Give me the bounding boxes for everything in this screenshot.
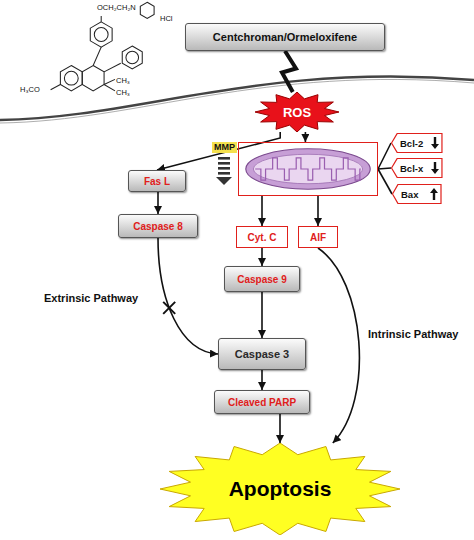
cristae	[255, 158, 361, 180]
bond	[104, 79, 115, 84]
burst-outline	[160, 443, 400, 535]
node-text: Centchroman/Ormeloxifene	[213, 31, 357, 43]
bond	[101, 16, 102, 22]
chemical-group-label: OCH₂CH₂N	[97, 3, 136, 12]
outer-membrane	[246, 149, 370, 189]
process-box: Fas L	[128, 170, 186, 192]
node-text: Caspase 8	[133, 221, 182, 232]
arrow-connector	[261, 292, 263, 338]
node-text: ROS	[283, 105, 311, 120]
pathway-label: Extrinsic Pathway	[44, 292, 138, 304]
lightning-connector	[282, 51, 296, 92]
tag-outline	[392, 158, 442, 177]
arrow-connector	[317, 196, 319, 226]
inner-space	[253, 154, 362, 183]
tag-outline	[393, 184, 442, 203]
ros-burst: ROS	[255, 92, 339, 132]
chemical-group-label: H₃CO	[20, 85, 40, 94]
arrow-connector	[279, 414, 281, 443]
node-text: Bcl-2	[400, 138, 423, 149]
chemical-group-label: CH₃	[116, 76, 130, 85]
arrow-head	[216, 177, 232, 185]
block-cross	[163, 302, 175, 314]
mitochondrion-picture	[242, 146, 374, 192]
arrow-connector	[157, 192, 159, 214]
arrow-connector	[261, 196, 263, 226]
node-text: Bax	[401, 189, 418, 200]
node-text: Apoptosis	[229, 477, 332, 501]
up-arrow-icon	[430, 188, 438, 200]
arrow-connector	[318, 248, 359, 443]
mitochondrion-outline	[238, 142, 378, 196]
cell-membrane	[0, 76, 474, 120]
arrow-connector	[305, 132, 307, 142]
process-box: Caspase 8	[118, 214, 198, 238]
node-text: Cyt. C	[248, 232, 277, 243]
mitochondrion-box: MMP	[212, 142, 378, 196]
arrow-connector	[378, 168, 391, 169]
mmp-down-arrow	[216, 157, 232, 185]
arrow-stripe	[218, 162, 230, 165]
arrow-icon-shape	[430, 188, 438, 200]
node-text: MMP	[212, 142, 237, 153]
arrow-connector	[378, 169, 392, 194]
protein-tag: Bax	[392, 184, 442, 204]
node-text: Bcl-x	[400, 163, 423, 174]
aromatic-circle	[126, 51, 139, 64]
arrow-icon-shape	[431, 162, 439, 174]
factor-box: Cyt. C	[236, 226, 288, 248]
process-box: Cleaved PARP	[214, 390, 310, 414]
process-box: Caspase 3	[218, 338, 306, 370]
chemical-structure	[51, 2, 154, 91]
node-text: Caspase 3	[235, 348, 289, 360]
bond	[104, 85, 115, 91]
tag-outline	[392, 133, 442, 152]
bond	[93, 47, 101, 65]
factor-box: AIF	[298, 226, 338, 248]
cross-stroke	[163, 302, 175, 314]
arrow-connector	[261, 370, 263, 390]
process-box: Caspase 9	[224, 266, 300, 292]
arrow-icon-shape	[431, 137, 439, 149]
cell-membrane-inner	[0, 79, 474, 123]
protein-tag: Bcl-2	[391, 133, 443, 153]
node-text: Fas L	[144, 176, 170, 187]
chemical-group-label: CH₃	[116, 88, 130, 97]
drug-box: Centchroman/Ormeloxifene	[185, 23, 385, 51]
pathway-label: Intrinsic Pathway	[368, 328, 458, 340]
arrow-connector	[378, 143, 391, 169]
down-arrow-icon	[431, 162, 439, 174]
arrow-stripe	[218, 172, 230, 175]
arrow-connector	[158, 238, 218, 354]
phenyl-ring	[122, 46, 142, 69]
pyran-ring	[82, 66, 104, 91]
benzo-ring	[60, 66, 82, 91]
node-text: AIF	[310, 232, 326, 243]
arrow-stripe	[218, 167, 230, 170]
apoptosis-burst: Apoptosis	[160, 443, 400, 535]
node-text: Caspase 9	[237, 274, 286, 285]
bond	[104, 63, 121, 72]
arrow-connector	[261, 248, 263, 266]
chemical-group-label: HCl	[160, 14, 173, 23]
protein-tag: Bcl-x	[391, 158, 443, 178]
bond	[51, 85, 61, 90]
aromatic-circle	[94, 28, 108, 42]
piperidine-ring	[140, 2, 154, 18]
node-text: Cleaved PARP	[228, 397, 296, 408]
aromatic-circle	[64, 71, 78, 85]
phenyl-ring	[90, 22, 112, 47]
cross-stroke	[163, 302, 175, 314]
arrow-stripe	[218, 157, 230, 160]
burst-outline	[255, 92, 339, 132]
down-arrow-icon	[431, 137, 439, 149]
